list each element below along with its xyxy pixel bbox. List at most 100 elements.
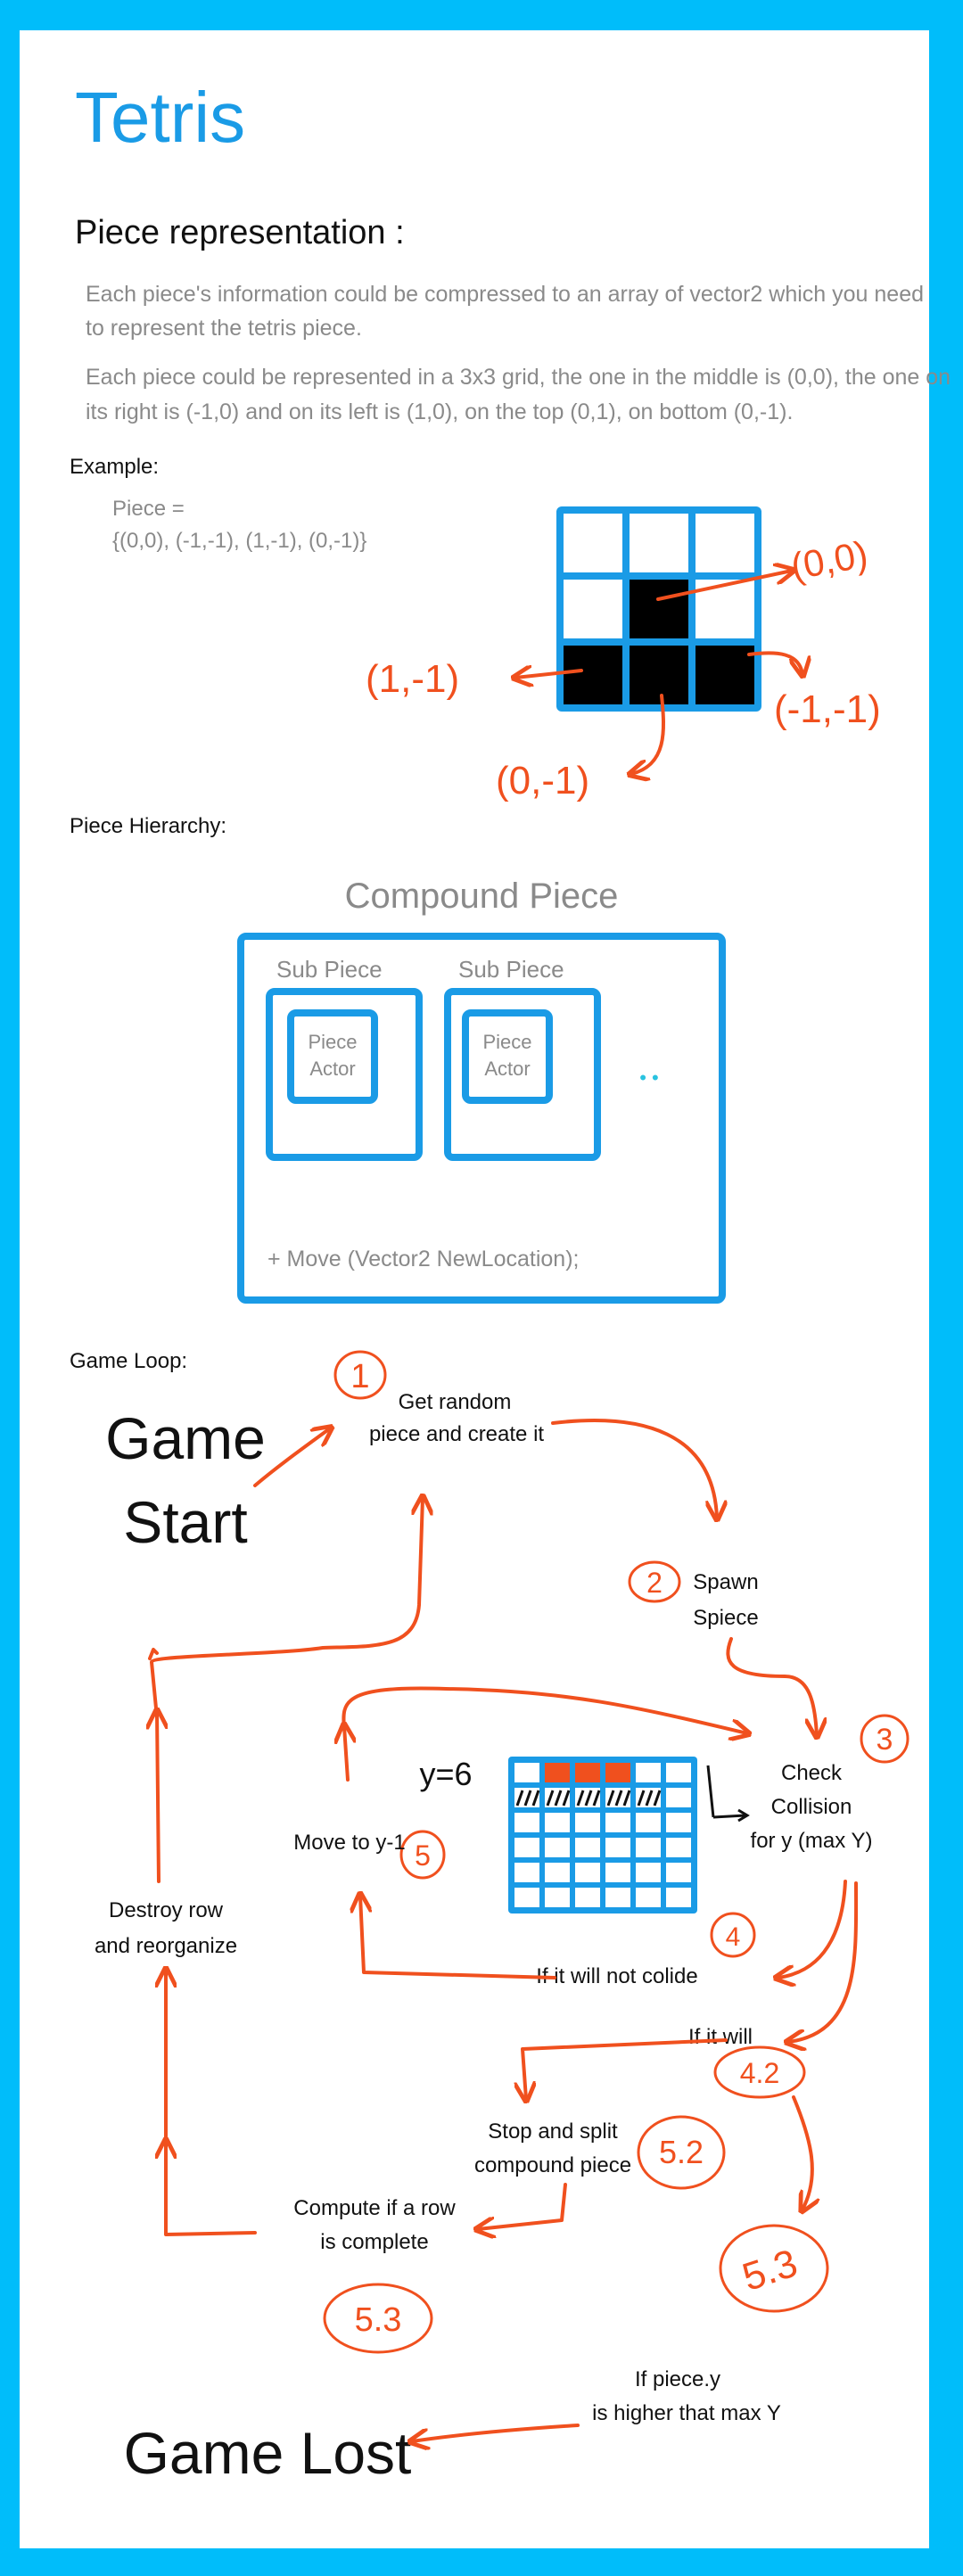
step5-circle	[399, 1830, 446, 1880]
collision-grid-hatch	[637, 1790, 646, 1806]
step4-text: If it will not colide	[536, 1964, 697, 1988]
step42-text: If it will	[688, 2025, 753, 2049]
collision-grid-cell	[636, 1888, 661, 1907]
game-loop-label: Game Loop:	[70, 1349, 187, 1373]
whiteboard-sheet	[20, 30, 929, 2548]
collision-grid-cell	[666, 1838, 691, 1857]
step42-circle	[713, 2045, 806, 2099]
example-label: Example:	[70, 455, 160, 479]
collision-grid-cell	[575, 1838, 600, 1857]
example-grid-cell	[696, 514, 754, 572]
step2-line1: Spawn	[693, 1570, 758, 1594]
example-grid-cell	[696, 646, 754, 704]
step53a-number: 5.3	[355, 2301, 402, 2339]
collision-grid-hatch	[554, 1790, 563, 1806]
step3-line3: for y (max Y)	[751, 1829, 873, 1853]
example-grid-cell	[564, 514, 622, 572]
page-title: Tetris	[75, 78, 246, 157]
step4-circle	[710, 1912, 756, 1958]
sub-piece-2-label: Sub Piece	[458, 956, 564, 983]
collision-grid-hatch	[622, 1790, 631, 1806]
compound-piece-title: Compound Piece	[345, 876, 619, 916]
piece-actor-2-line2: Actor	[484, 1058, 530, 1080]
example-grid-cell	[630, 646, 688, 704]
collision-grid-cell	[636, 1863, 661, 1882]
collision-grid-cell	[575, 1813, 600, 1832]
example-arrows	[515, 571, 802, 774]
collision-grid-hatch	[645, 1790, 654, 1806]
collision-grid-hatch	[584, 1790, 593, 1806]
step42-number: 4.2	[740, 2057, 779, 2089]
section-heading-piece-representation: Piece representation :	[75, 214, 405, 251]
sub-piece-2-box	[444, 988, 601, 1161]
collision-grid-hatch	[576, 1790, 585, 1806]
collision-grid-bracket	[706, 1765, 715, 1818]
game-start-line1: Game	[105, 1405, 266, 1471]
collision-grid-cell	[545, 1763, 570, 1782]
step1-line1: Get random	[399, 1390, 512, 1414]
example-grid	[556, 506, 761, 712]
lost-condition-line1: If piece.y	[635, 2367, 720, 2391]
collision-grid-cell	[666, 1788, 691, 1807]
collision-grid-cell	[545, 1838, 570, 1857]
collision-grid-cell	[605, 1813, 630, 1832]
collision-grid-cell	[636, 1838, 661, 1857]
step1-number: 1	[350, 1358, 369, 1395]
step3-line2: Collision	[771, 1795, 852, 1819]
annotation-right: (-1,-1)	[774, 687, 881, 731]
piece-value: {(0,0), (-1,-1), (1,-1), (0,-1)}	[112, 529, 367, 553]
collision-grid-cell	[575, 1863, 600, 1882]
collision-grid-cell	[666, 1813, 691, 1832]
collision-grid-hatch	[614, 1790, 623, 1806]
game-start-line2: Start	[123, 1489, 247, 1555]
sub-piece-1-label: Sub Piece	[276, 956, 383, 983]
collision-grid-hatch	[606, 1790, 615, 1806]
step53b-circle	[719, 2224, 829, 2313]
collision-grid-cell	[666, 1888, 691, 1907]
step2-line2: Spiece	[693, 1606, 758, 1630]
collision-grid-cell	[605, 1763, 630, 1782]
step5-number: 5	[415, 1839, 431, 1872]
step53a-line1: Compute if a row	[293, 2196, 456, 2220]
game-lost-title: Game Lost	[124, 2420, 412, 2486]
flow-arrows	[150, 1419, 859, 2441]
collision-grid-cell	[545, 1813, 570, 1832]
example-grid-cell	[564, 580, 622, 638]
collision-grid-cell	[666, 1863, 691, 1882]
example-grid-cell	[630, 580, 688, 638]
example-grid-cell	[564, 646, 622, 704]
collision-grid-cell	[514, 1763, 539, 1782]
annotation-bottom: (0,-1)	[496, 759, 589, 802]
lost-condition-line2: is higher that max Y	[592, 2401, 781, 2425]
compound-piece-box	[237, 933, 726, 1304]
step3-circle	[860, 1714, 910, 1764]
collision-grid-cell	[514, 1838, 539, 1857]
piece-actor-1-line2: Actor	[309, 1058, 355, 1080]
collision-grid	[508, 1757, 697, 1913]
move-method-label: + Move (Vector2 NewLocation);	[268, 1247, 579, 1272]
collision-grid-cell	[514, 1888, 539, 1907]
collision-grid-hatch	[592, 1790, 601, 1806]
paragraph-1-line-1: Each piece's information could be compre…	[86, 282, 925, 307]
step53a-circle	[323, 2283, 433, 2354]
paragraph-2-line-2: its right is (-1,0) and on its left is (…	[86, 399, 794, 424]
annotation-left: (1,-1)	[366, 657, 459, 701]
collision-grid-hatch	[523, 1790, 532, 1806]
collision-grid-cell	[605, 1888, 630, 1907]
sub-piece-1-box	[266, 988, 423, 1161]
collision-grid-cell	[545, 1888, 570, 1907]
destroy-line2: and reorganize	[95, 1934, 237, 1958]
collision-grid-cell	[514, 1813, 539, 1832]
collision-grid-hatch	[546, 1790, 555, 1806]
collision-grid-cell	[666, 1763, 691, 1782]
collision-grid-hatch	[562, 1790, 571, 1806]
example-grid-cell	[630, 514, 688, 572]
step2-number: 2	[646, 1567, 663, 1599]
piece-actor-2-line1: Piece	[482, 1031, 531, 1053]
collision-grid-hatch	[653, 1790, 662, 1806]
step52-number: 5.2	[659, 2134, 704, 2170]
collision-grid-cell	[514, 1863, 539, 1882]
collision-grid-cell	[545, 1863, 570, 1882]
step1-line2: piece and create it	[369, 1422, 544, 1446]
collision-grid-bracket-arrow	[712, 1808, 750, 1823]
